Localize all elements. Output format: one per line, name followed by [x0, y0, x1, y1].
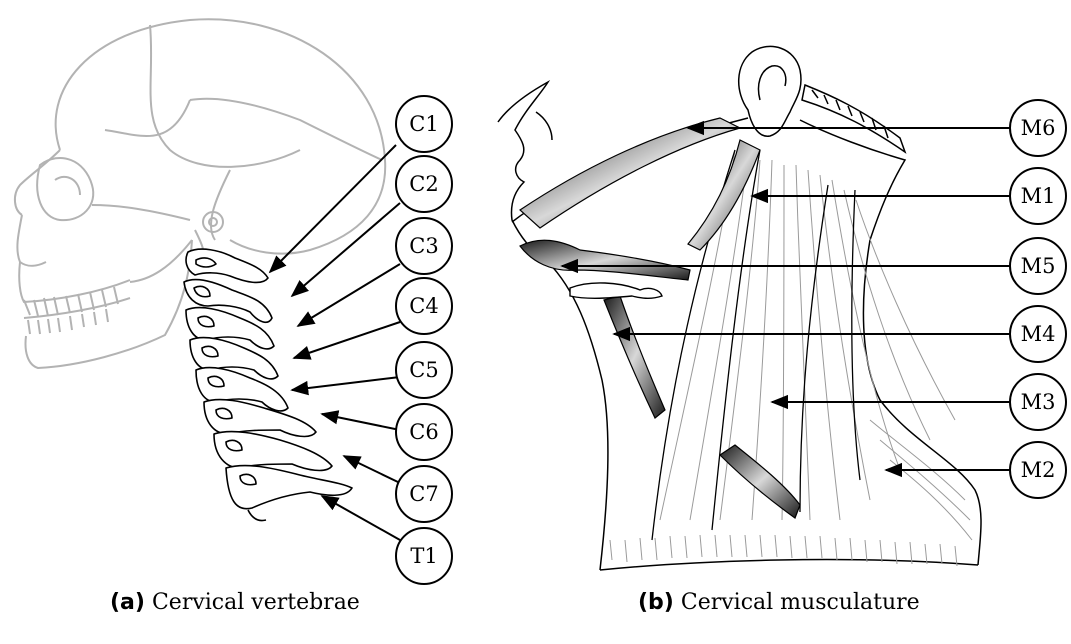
svg-text:C1: C1 [409, 112, 438, 136]
leader-c6 [322, 414, 400, 430]
label-c4: C4 [396, 278, 452, 334]
label-m2: M2 [1010, 442, 1066, 498]
leader-c7 [344, 456, 400, 483]
leader-c4 [294, 322, 400, 358]
caption-b-tag: (b) [638, 590, 674, 615]
label-c7: C7 [396, 466, 452, 522]
neck-musculature-illustration [498, 46, 981, 570]
panel-b-leaders [562, 128, 1010, 470]
caption-b-text: Cervical musculature [681, 590, 920, 615]
svg-text:M1: M1 [1021, 184, 1056, 208]
muscle-band-digastric [520, 240, 690, 280]
leader-t1 [322, 496, 400, 540]
caption-a-tag: (a) [110, 590, 145, 615]
svg-text:M4: M4 [1021, 322, 1056, 346]
svg-text:T1: T1 [410, 544, 437, 568]
panel-b-labels: M6 M1 M5 M4 M3 M2 [1010, 100, 1066, 498]
svg-text:C7: C7 [409, 482, 438, 506]
svg-text:C6: C6 [409, 420, 438, 444]
muscle-band-stylohyoid [688, 140, 760, 250]
caption-b: (b) Cervical musculature [638, 590, 920, 615]
label-m6: M6 [1010, 100, 1066, 156]
hyoid-bone [570, 283, 662, 298]
label-c6: C6 [396, 404, 452, 460]
muscle-band-lower [720, 445, 800, 518]
label-c3: C3 [396, 218, 452, 274]
svg-text:C2: C2 [409, 172, 438, 196]
label-c5: C5 [396, 342, 452, 398]
svg-text:M6: M6 [1021, 116, 1056, 140]
label-c1: C1 [396, 96, 452, 152]
label-c2: C2 [396, 156, 452, 212]
label-m5: M5 [1010, 238, 1066, 294]
label-m4: M4 [1010, 306, 1066, 362]
occipital-band [802, 85, 905, 152]
svg-text:M2: M2 [1021, 458, 1056, 482]
panel-a-labels: C1 C2 C3 C4 C5 C6 C7 T1 [396, 96, 452, 584]
caption-a: (a) Cervical vertebrae [110, 590, 360, 615]
svg-text:M5: M5 [1021, 254, 1056, 278]
leader-c3 [298, 264, 400, 326]
muscle-band-jaw [520, 118, 740, 228]
leader-c5 [292, 377, 400, 390]
muscle-band-omohyoid [604, 296, 665, 418]
svg-text:C5: C5 [409, 358, 438, 382]
label-m1: M1 [1010, 168, 1066, 224]
svg-text:C3: C3 [409, 234, 438, 258]
leader-c1 [270, 145, 396, 272]
caption-a-text: Cervical vertebrae [152, 590, 360, 615]
svg-text:M3: M3 [1021, 390, 1056, 414]
label-t1: T1 [396, 528, 452, 584]
label-m3: M3 [1010, 374, 1066, 430]
svg-text:C4: C4 [409, 294, 438, 318]
